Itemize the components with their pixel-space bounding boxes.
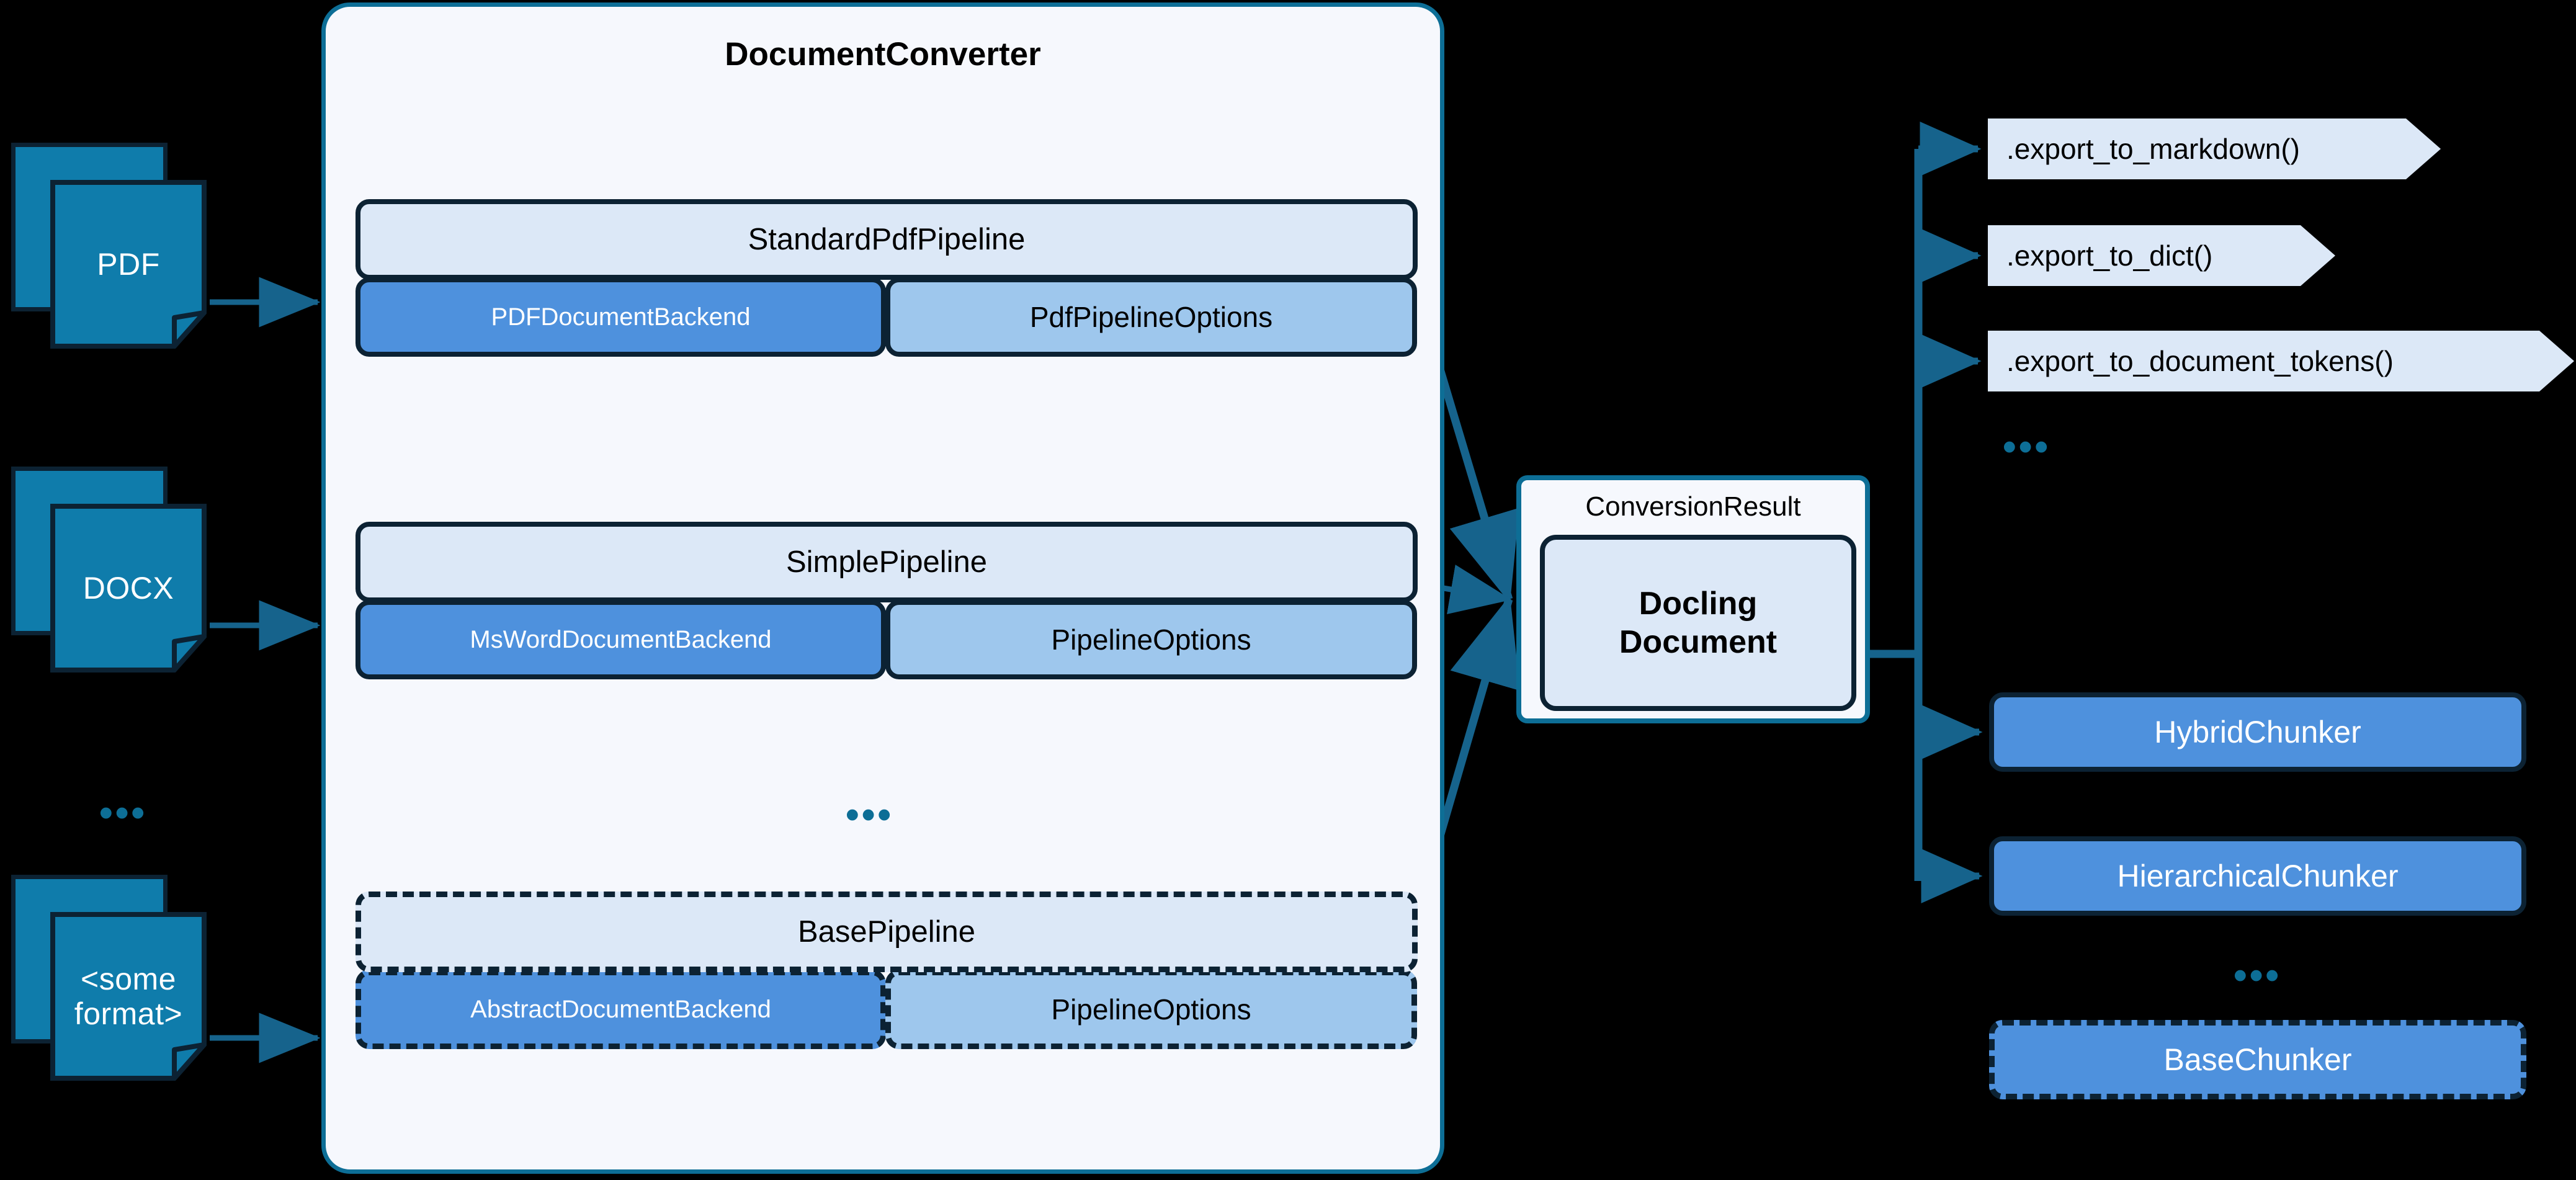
docling-document-box[interactable]: Docling Document xyxy=(1540,535,1856,711)
pipeline-name: StandardPdfPipeline xyxy=(356,199,1418,280)
chunker-label: HierarchicalChunker xyxy=(2117,859,2399,893)
exports-ellipsis: ••• xyxy=(2003,426,2051,468)
document-front-sheet xyxy=(50,912,207,1081)
pipelines-ellipsis: ••• xyxy=(846,793,894,836)
export-label: .export_to_markdown() xyxy=(2006,133,2300,165)
inputs-ellipsis: ••• xyxy=(99,792,148,834)
document-front-sheet xyxy=(50,180,207,349)
pipeline-cells: PDFDocumentBackend PdfPipelineOptions xyxy=(356,277,1418,357)
conversion-result-box: ConversionResult Docling Document xyxy=(1516,475,1870,723)
export-label: .export_to_dict() xyxy=(2006,239,2213,272)
pipeline-backend[interactable]: PDFDocumentBackend xyxy=(356,277,886,357)
pipeline-cells: MsWordDocumentBackend PipelineOptions xyxy=(356,600,1418,679)
export-dict-chevron[interactable]: .export_to_dict() xyxy=(1988,225,2335,286)
conversion-result-title: ConversionResult xyxy=(1585,491,1801,522)
pipeline-options[interactable]: PdfPipelineOptions xyxy=(885,277,1417,357)
export-label: .export_to_document_tokens() xyxy=(2006,345,2394,377)
pipeline-options[interactable]: PipelineOptions xyxy=(885,600,1417,679)
chunker-label: HybridChunker xyxy=(2154,715,2361,749)
pipeline-simple[interactable]: SimplePipeline MsWordDocumentBackend Pip… xyxy=(356,522,1418,679)
export-markdown-chevron[interactable]: .export_to_markdown() xyxy=(1988,118,2441,179)
chunker-label: BaseChunker xyxy=(2163,1042,2352,1077)
pipeline-backend[interactable]: AbstractDocumentBackend xyxy=(356,970,886,1049)
document-label: PDF xyxy=(97,247,160,282)
pipeline-name: SimplePipeline xyxy=(356,522,1418,602)
page-title: DocumentConverter xyxy=(725,36,1041,73)
pipeline-standard-pdf[interactable]: StandardPdfPipeline PDFDocumentBackend P… xyxy=(356,199,1418,357)
chunker-hybrid[interactable]: HybridChunker xyxy=(1989,692,2526,772)
pipeline-base[interactable]: BasePipeline AbstractDocumentBackend Pip… xyxy=(356,892,1418,1049)
pipeline-options[interactable]: PipelineOptions xyxy=(885,970,1417,1049)
document-front-sheet xyxy=(50,504,207,673)
chunker-hierarchical[interactable]: HierarchicalChunker xyxy=(1989,836,2526,916)
export-document-tokens-chevron[interactable]: .export_to_document_tokens() xyxy=(1988,331,2574,391)
document-label: <some format> xyxy=(74,962,183,1031)
pipeline-name: BasePipeline xyxy=(356,892,1418,972)
pipeline-cells: AbstractDocumentBackend PipelineOptions xyxy=(356,970,1418,1049)
pipeline-backend[interactable]: MsWordDocumentBackend xyxy=(356,600,886,679)
document-converter-panel: DocumentConverter StandardPdfPipeline PD… xyxy=(321,2,1444,1174)
chunkers-ellipsis: ••• xyxy=(2234,954,2282,997)
chunker-base[interactable]: BaseChunker xyxy=(1989,1020,2526,1099)
document-label: DOCX xyxy=(83,571,174,606)
